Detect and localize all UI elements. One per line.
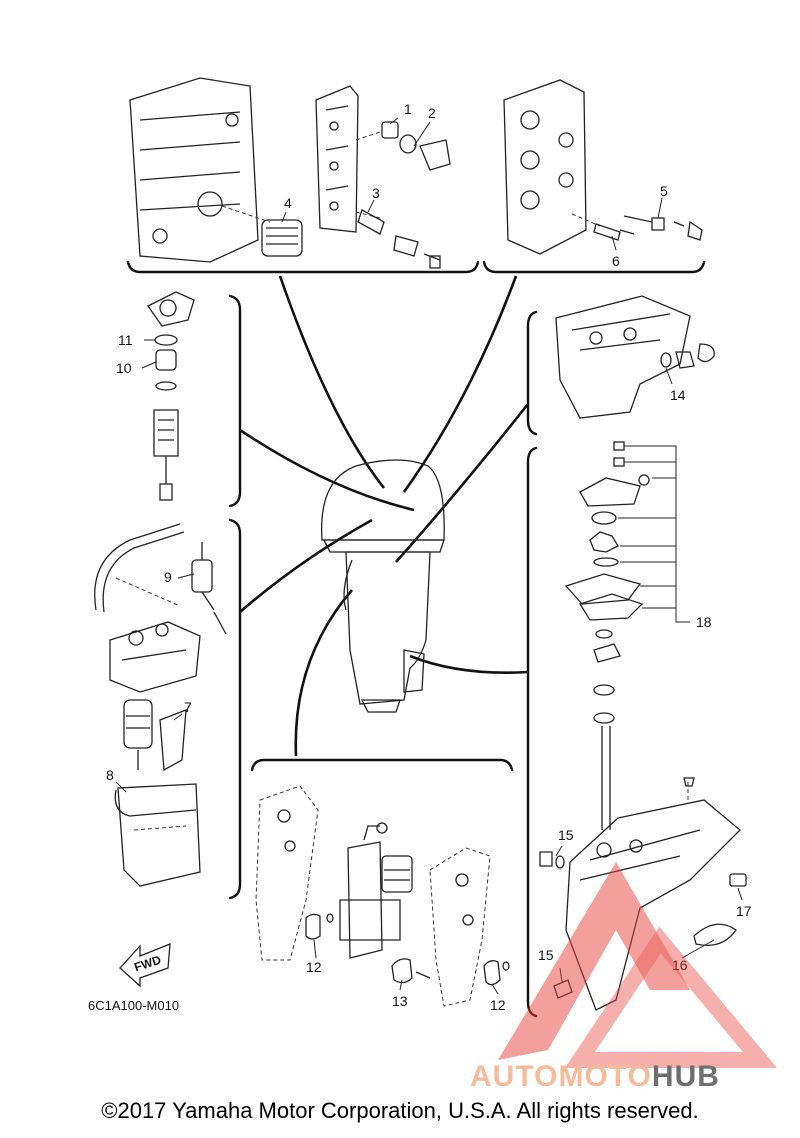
o-ring-part [593, 557, 619, 567]
water-pump-kit [564, 441, 650, 621]
filter-element-part [155, 349, 177, 371]
top-right-group-bracket [482, 260, 706, 274]
impeller-part [589, 531, 619, 553]
float-chamber-illustration [114, 783, 201, 887]
connector-line [294, 589, 353, 757]
left-lower-bracket [228, 518, 242, 900]
connector-line [239, 428, 415, 512]
watermark-text-auto: AUTOMOTOHUB [470, 1060, 720, 1093]
drain-screw-part [539, 851, 565, 869]
grommet-13-part [391, 958, 431, 984]
pump-bracket-part [159, 709, 187, 772]
connector-line [402, 275, 518, 493]
driveshaft-part [593, 629, 621, 830]
trim-tab-anode-part [693, 923, 737, 947]
callout-10: 10 [116, 360, 132, 376]
grommet-part [660, 343, 715, 369]
cylinder-block-illustration [129, 77, 271, 263]
outer-plate-part [579, 593, 644, 621]
callout-1: 1 [404, 101, 412, 117]
callout-7: 7 [184, 699, 192, 715]
right-lower-bracket [526, 446, 538, 1018]
exhaust-cover-illustration [315, 85, 381, 233]
fwd-arrow-icon [119, 943, 171, 988]
callout-12-left: 12 [306, 959, 322, 975]
anode-small-part [729, 873, 747, 887]
fuel-strainer-part [191, 542, 227, 635]
bottom-cowling-illustration [555, 295, 691, 419]
callout-12-right: 12 [490, 997, 506, 1013]
top-left-group-bracket [126, 260, 480, 274]
o-ring-part [154, 334, 178, 346]
callout-9: 9 [164, 569, 172, 585]
anode-part [357, 209, 441, 269]
fuel-hose-assembly [94, 523, 185, 613]
callout-2: 2 [428, 105, 436, 121]
callout-17: 17 [736, 903, 752, 919]
callout-15-lower: 15 [538, 947, 554, 963]
watermark-logo: AUTOMOTOHUB [470, 862, 778, 1093]
gasket-part [564, 573, 642, 605]
thermostat-part [381, 121, 451, 171]
bottom-middle-bracket [250, 758, 514, 772]
callout-13: 13 [392, 993, 408, 1009]
callout-11: 11 [118, 332, 133, 348]
connector-line [395, 403, 530, 563]
connector-line [239, 518, 373, 613]
outboard-motor-illustration [320, 459, 445, 713]
power-trim-tilt-unit-illustration [339, 822, 413, 959]
callout-5: 5 [660, 183, 668, 199]
connector-line [409, 654, 529, 674]
callout-labels: 1 2 3 4 5 6 7 8 9 10 11 12 12 13 14 15 1… [106, 101, 752, 1013]
right-upper-bracket [526, 310, 538, 436]
vapor-separator-illustration [109, 621, 201, 693]
grommet-12-left-part [305, 913, 334, 940]
clamp-bracket-right-illustration [429, 847, 491, 1007]
spark-plug-cap-part [623, 215, 703, 241]
grommet-12-right-part [483, 960, 510, 986]
callout-3: 3 [372, 185, 380, 201]
oil-filter-part [261, 219, 303, 257]
callout-6: 6 [612, 253, 620, 269]
insert-cartridge-part [591, 511, 617, 525]
copyright-notice: ©2017 Yamaha Motor Corporation, U.S.A. A… [101, 1098, 699, 1123]
leader-lines [115, 117, 743, 995]
fuel-filter-assembly [147, 291, 195, 501]
callout-14: 14 [670, 387, 686, 403]
clamp-bracket-left-illustration [255, 785, 319, 961]
connector-line [278, 275, 386, 489]
callout-18: 18 [696, 614, 712, 630]
cylinder-head-illustration [503, 79, 601, 255]
fuel-pump-part [123, 699, 153, 770]
spark-plug-part [593, 223, 635, 241]
left-upper-bracket [228, 294, 242, 508]
callout-15-upper: 15 [558, 827, 574, 843]
callout-4: 4 [284, 195, 292, 211]
callout-8: 8 [106, 767, 114, 783]
drawing-code: 6C1A100-M010 [88, 998, 179, 1013]
